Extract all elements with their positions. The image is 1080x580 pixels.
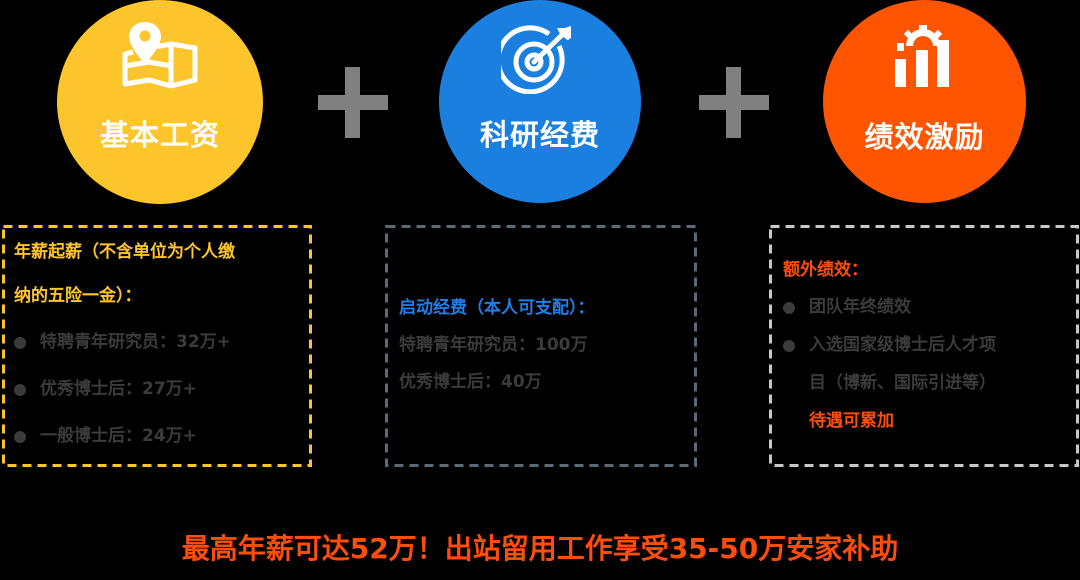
pillar-basic-salary: 基本工资 xyxy=(57,0,263,204)
pillar-performance-bonus: 绩效激励 xyxy=(823,0,1026,203)
bonus-details-box: 额外绩效： 团队年终绩效 入选国家级博士后人才项 目（博新、国际引进等） 待遇可… xyxy=(769,225,1079,467)
funding-line: 优秀博士后：40万 xyxy=(399,372,542,392)
list-item: 团队年终绩效 xyxy=(783,296,1073,319)
footer-highlight: 最高年薪可达52万！出站留用工作享受35-50万安家补助 xyxy=(181,532,899,565)
pillar-title: 科研经费 xyxy=(479,118,600,152)
list-item: 特聘青年研究员：32万+ xyxy=(14,331,304,354)
plus-icon xyxy=(318,67,388,138)
list-item: 一般博士后：24万+ xyxy=(14,425,304,448)
salary-heading-line1: 年薪起薪（不含单位为个人缴 xyxy=(14,242,235,262)
list-item: 优秀博士后：27万+ xyxy=(14,378,304,401)
salary-heading-line2: 纳的五险一金）： xyxy=(14,286,142,306)
pillar-title: 绩效激励 xyxy=(864,120,985,154)
gear-bar-chart-icon xyxy=(894,25,955,91)
pillar-research-funding: 科研经费 xyxy=(439,0,641,203)
funding-details-box: 启动经费（本人可支配）： 特聘青年研究员：100万 优秀博士后：40万 xyxy=(385,225,697,467)
bullet-icon xyxy=(783,339,795,352)
bonus-note: 待遇可累加 xyxy=(809,411,894,431)
dashed-border xyxy=(769,225,1079,467)
pillar-title: 基本工资 xyxy=(99,118,220,152)
salary-details-box: 年薪起薪（不含单位为个人缴 纳的五险一金）： 特聘青年研究员：32万+ 优秀博士… xyxy=(2,225,312,467)
bullet-icon xyxy=(14,336,26,349)
funding-heading: 启动经费（本人可支配）： xyxy=(399,298,595,318)
plus-icon xyxy=(699,67,769,138)
dashed-border xyxy=(2,225,312,467)
dashed-border xyxy=(385,225,697,467)
bullet-icon xyxy=(14,430,26,443)
bonus-heading: 额外绩效： xyxy=(783,260,868,280)
map-pin-icon xyxy=(121,20,199,94)
list-item-continuation: 目（博新、国际引进等） xyxy=(809,373,996,393)
list-item: 入选国家级博士后人才项 xyxy=(783,334,1073,357)
bullet-icon xyxy=(14,383,26,396)
funding-line: 特聘青年研究员：100万 xyxy=(399,335,588,355)
target-arrow-icon xyxy=(495,24,579,98)
bullet-icon xyxy=(783,301,795,314)
